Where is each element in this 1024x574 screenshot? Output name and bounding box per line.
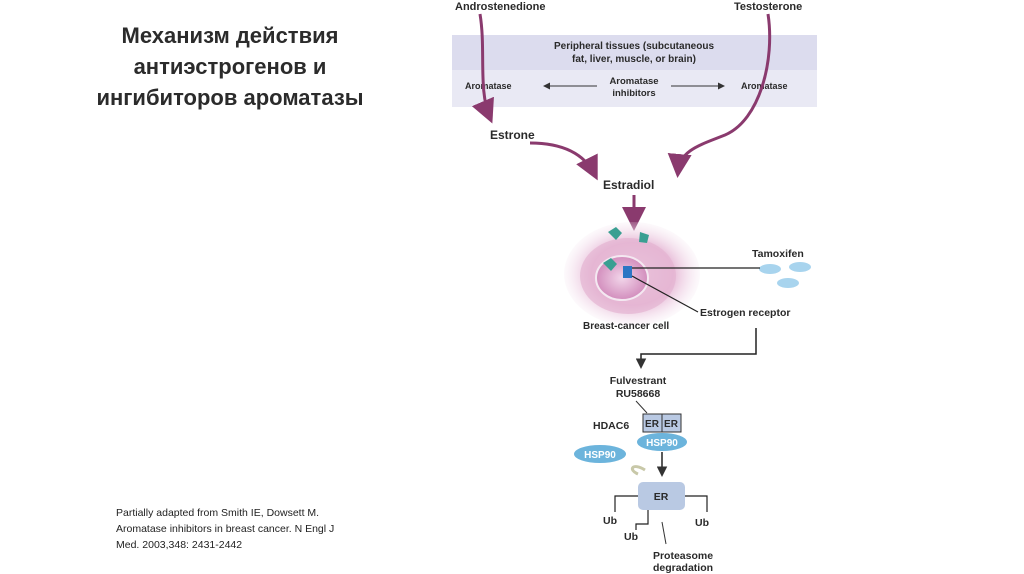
- er-right-label: ER: [664, 419, 679, 430]
- hsp90-bound-badge: [637, 433, 687, 451]
- citation-line-3: Med. 2003,348: 2431-2442: [116, 539, 243, 551]
- citation-line-1: Partially adapted from Smith IE, Dowsett…: [116, 507, 320, 519]
- aromatase-right-label: Aromatase: [741, 81, 788, 91]
- citation-line-2: Aromatase inhibitors in breast cancer. N…: [116, 523, 335, 535]
- tamoxifen-molecule-icon: [759, 264, 781, 274]
- estrogen-receptor-label: Estrogen receptor: [700, 307, 790, 319]
- slide-title: Механизм действия антиэстрогенов и ингиб…: [80, 20, 380, 113]
- estrone-label: Estrone: [490, 128, 535, 142]
- estrogen-receptor-pointer: [631, 275, 699, 313]
- aromatase-inhibitors-line-1: Aromatase: [609, 76, 658, 87]
- er-box-label: ER: [654, 491, 669, 503]
- ru58668-label: RU58668: [616, 388, 661, 400]
- aromatase-inhibitors-line-2: inhibitors: [612, 88, 655, 99]
- estrone-to-estradiol-arrow: [529, 141, 598, 181]
- peripheral-tissues-line-2: fat, liver, muscle, or brain): [572, 54, 696, 65]
- estrogen-receptor-icon: [623, 266, 632, 278]
- estrogen-molecule-icon: [603, 258, 617, 271]
- fulvestrant-pointer: [635, 400, 648, 414]
- aromatase-left-label: Aromatase: [465, 81, 512, 91]
- er-left-label: ER: [645, 419, 660, 430]
- testosterone-arrow: [667, 13, 772, 178]
- tamoxifen-label: Tamoxifen: [752, 248, 804, 260]
- cell-to-fulvestrant-connector: [635, 328, 757, 369]
- ub-left-link: [614, 495, 638, 512]
- estradiol-label: Estradiol: [603, 178, 654, 192]
- testosterone-label: Testosterone: [734, 1, 802, 13]
- title-line-2: антиэстрогенов и: [133, 54, 327, 79]
- estrogen-molecule-icon: [639, 232, 649, 243]
- peripheral-tissues-line-1: Peripheral tissues (subcutaneous: [554, 41, 714, 52]
- proteasome-pointer: [661, 521, 667, 545]
- ub-bottom-link: [635, 510, 649, 530]
- fulvestrant-label: Fulvestrant: [610, 375, 667, 387]
- tamoxifen-molecule-icon: [777, 278, 799, 288]
- title-line-1: Механизм действия: [121, 23, 339, 48]
- androstenedione-to-estrone-arrow: [471, 13, 494, 124]
- er-box: [638, 482, 685, 510]
- hsp90-bound-label: HSP90: [646, 438, 678, 449]
- hdac6-label: HDAC6: [593, 420, 629, 432]
- ub-right-link: [685, 495, 708, 512]
- title-line-3: ингибиторов ароматазы: [96, 85, 364, 110]
- estrogen-molecule-icon: [608, 227, 622, 240]
- ub-bottom-label: Ub: [624, 531, 638, 543]
- release-arrow-icon: [630, 465, 646, 476]
- degradation-label: degradation: [653, 562, 713, 574]
- ub-right-label: Ub: [695, 517, 709, 529]
- hsp90-free-badge: [574, 445, 626, 463]
- citation: Partially adapted from Smith IE, Dowsett…: [116, 505, 361, 553]
- hsp90-free-label: HSP90: [584, 450, 616, 461]
- proteasome-label: Proteasome: [653, 550, 713, 562]
- tamoxifen-molecule-icon: [789, 262, 811, 272]
- ub-left-label: Ub: [603, 515, 617, 527]
- androstenedione-label: Androstenedione: [455, 1, 545, 13]
- breast-cancer-cell-label: Breast-cancer cell: [583, 321, 669, 332]
